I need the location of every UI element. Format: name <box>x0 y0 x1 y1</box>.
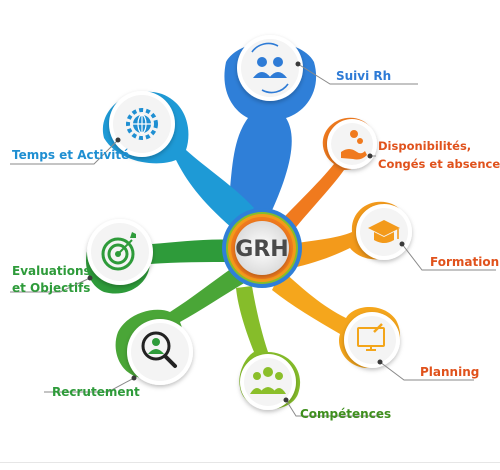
graduation-cap-icon <box>368 220 400 243</box>
node-dispo <box>327 119 377 169</box>
bottom-divider <box>0 462 500 463</box>
node-planning <box>344 312 400 368</box>
connector-dots <box>87 61 405 403</box>
connectors <box>10 63 496 417</box>
label-suivi: Suivi Rh <box>336 69 391 83</box>
node-formation <box>356 204 412 260</box>
screen-pen-icon <box>357 323 385 351</box>
label-competences: Compétences <box>300 407 391 421</box>
label-dispo-line2: Congés et absence <box>378 157 500 171</box>
center-hub: GRH <box>222 208 302 288</box>
search-person-icon <box>141 331 177 368</box>
label-recrutement: Recrutement <box>52 385 140 399</box>
node-evaluations <box>87 219 153 285</box>
label-evaluations-line1: Evaluations <box>12 264 91 278</box>
user-group-sync-icon <box>251 42 289 94</box>
center-label: GRH <box>235 237 288 262</box>
target-arrow-icon <box>101 232 136 271</box>
label-planning: Planning <box>420 365 479 379</box>
label-dispo-line1: Disponibilités, <box>378 139 471 153</box>
hand-coins-icon <box>341 130 367 160</box>
globe-gear-icon <box>126 108 158 140</box>
node-competences <box>240 354 296 410</box>
team-group-icon <box>250 367 286 394</box>
label-formation: Formation <box>430 255 499 269</box>
label-evaluations-line2: et Objectifs <box>12 281 90 295</box>
node-temps <box>109 91 175 157</box>
label-temps: Temps et Activité <box>12 148 129 162</box>
node-recrutement <box>127 319 193 385</box>
node-suivi <box>237 35 303 101</box>
